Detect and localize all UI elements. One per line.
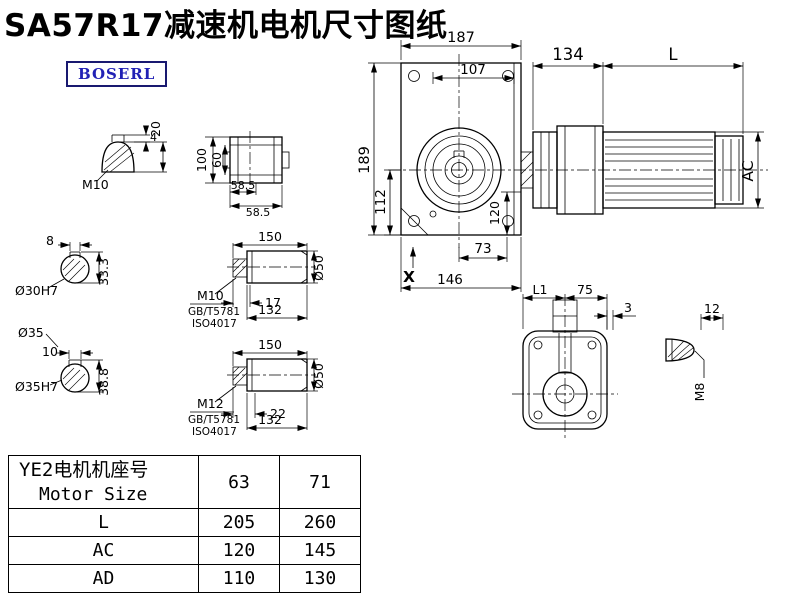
value-AC-71: 145: [279, 536, 361, 565]
table-header-cell: YE2电机机座号 Motor Size: [8, 455, 199, 509]
table-header-row: YE2电机机座号 Motor Size 63 71: [8, 455, 361, 509]
dim-150-shaft1: 150: [258, 229, 282, 244]
bore-section-35: Ø35 10 Ø35H7 38.8: [15, 325, 111, 396]
label-dia35: Ø35: [18, 325, 44, 340]
dim-4: 4: [150, 131, 157, 144]
dim-150-shaft2: 150: [258, 337, 282, 352]
label-thread-m12: M12: [197, 396, 224, 411]
dim-73: 73: [474, 241, 491, 257]
dim-187: 187: [447, 30, 475, 46]
row-label-AC: AC: [8, 536, 199, 565]
label-gb-std-2: GB/T5781: [188, 414, 240, 426]
plug-m10-view: M10 4 20: [82, 121, 167, 192]
bore-section-30: 8 Ø30H7 33.3: [15, 233, 111, 298]
label-thread-m10: M10: [197, 288, 224, 303]
dim-75: 75: [577, 282, 593, 297]
dim-189: 189: [357, 146, 373, 174]
shaft-view-1: 150 M10 GB/T5781 ISO4017 17 132 Ø50: [188, 229, 326, 330]
flange-top-view: 100 60 58.5 58.5: [194, 131, 290, 219]
dim-8: 8: [46, 233, 54, 248]
frame-size-63: 63: [198, 455, 280, 509]
table-header-cn: YE2电机机座号: [19, 458, 149, 481]
value-L-71: 260: [279, 508, 361, 537]
table-row-AD: AD 110 130: [8, 564, 361, 593]
row-label-L: L: [8, 508, 199, 537]
value-AD-63: 110: [198, 564, 280, 593]
label-gb-std-1: GB/T5781: [188, 306, 240, 318]
value-AD-71: 130: [279, 564, 361, 593]
dim-33-3: 33.3: [96, 258, 111, 286]
dim-10: 10: [42, 344, 58, 359]
dim-58-5-a: 58.5: [231, 179, 256, 192]
dim-dia50-shaft2: Ø50: [311, 363, 326, 389]
brand-logo: BOSERL: [66, 61, 168, 87]
shaft-view-2: 150 M12 GB/T5781 ISO4017 22 132 Ø50: [188, 337, 326, 438]
plug-m8-view: 12 M8: [665, 301, 724, 402]
label-m10-plug: M10: [82, 177, 109, 192]
dim-60: 60: [209, 152, 224, 168]
table-row-L: L 205 260: [8, 508, 361, 537]
motor-side-view: 134 L AC: [388, 45, 768, 215]
dim-58-5-b: 58.5: [246, 206, 271, 219]
dim-107: 107: [460, 62, 486, 78]
label-iso-std-1: ISO4017: [192, 318, 237, 330]
table-row-AC: AC 120 145: [8, 536, 361, 565]
dim-100: 100: [194, 148, 209, 172]
dim-dia50-shaft1: Ø50: [311, 255, 326, 281]
dim-132-shaft1: 132: [258, 302, 282, 317]
page-title: SA57R17减速机电机尺寸图纸: [4, 8, 448, 44]
dim-120: 120: [487, 201, 502, 225]
dim-112: 112: [373, 189, 389, 215]
label-m8: M8: [692, 383, 707, 402]
value-AC-63: 120: [198, 536, 280, 565]
dim-L: L: [668, 45, 678, 64]
dim-12: 12: [704, 301, 720, 316]
frame-size-71: 71: [279, 455, 361, 509]
dim-L1: L1: [533, 282, 548, 297]
motor-rear-view: L1 75 3: [512, 282, 636, 440]
dim-20: 20: [148, 121, 163, 137]
dim-3: 3: [624, 300, 632, 315]
label-dia35h7: Ø35H7: [15, 379, 58, 394]
table-header-en: Motor Size: [39, 483, 148, 505]
dim-38-8: 38.8: [96, 368, 111, 396]
dim-22: 22: [270, 406, 286, 421]
dim-132-shaft2: 132: [258, 412, 282, 427]
value-L-63: 205: [198, 508, 280, 537]
dim-AC: AC: [739, 160, 757, 181]
dim-146: 146: [437, 272, 463, 288]
dim-134: 134: [552, 45, 584, 64]
row-label-AD: AD: [8, 564, 199, 593]
gearbox-front-view: 187 107 189 112 120 73: [357, 30, 522, 292]
label-iso-std-2: ISO4017: [192, 426, 237, 438]
label-dia30h7: Ø30H7: [15, 283, 58, 298]
label-x: X: [403, 268, 415, 286]
motor-size-table: YE2电机机座号 Motor Size 63 71 L 205 260 AC 1…: [8, 455, 361, 593]
dim-17: 17: [265, 295, 281, 310]
